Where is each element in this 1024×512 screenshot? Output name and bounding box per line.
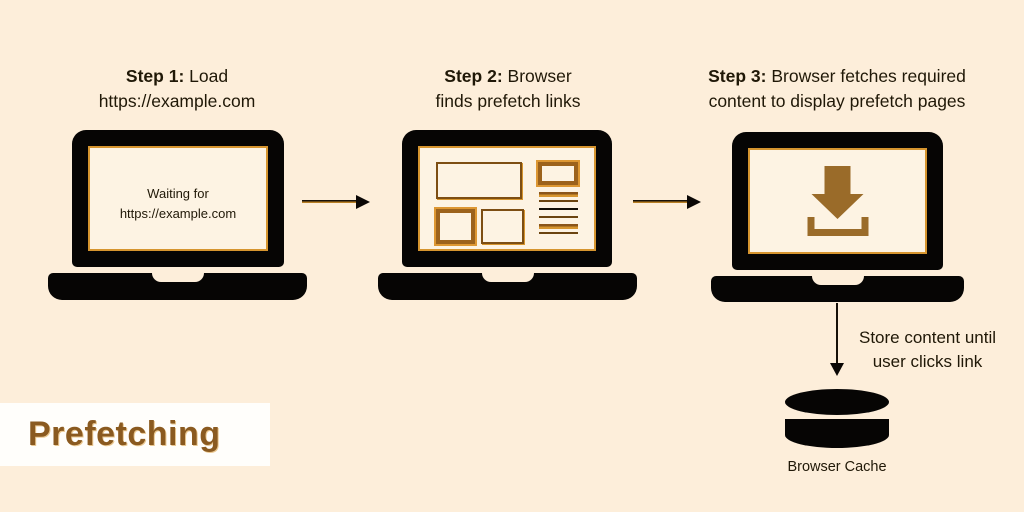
- step2-heading: Step 2: Browser finds prefetch links: [423, 64, 593, 114]
- cache-note: Store content until user clicks link: [845, 326, 1010, 374]
- step1-label-bold: Step 1:: [125, 66, 185, 86]
- laptop2-notch: [481, 273, 534, 282]
- wireframe-ad-box: [538, 162, 578, 185]
- step3-heading-line2: content to display prefetch pages: [708, 90, 966, 111]
- step1-heading-line1: Step 1: Load: [61, 64, 293, 89]
- laptop2-base: [378, 273, 637, 300]
- laptop3-screen: [748, 148, 927, 254]
- arrow-right-icon: [633, 200, 689, 203]
- arrow-right-icon: [302, 200, 358, 203]
- wireframe-content-box: [481, 209, 524, 244]
- wireframe-line: [539, 192, 578, 197]
- cache-note-line2: user clicks link: [872, 352, 983, 372]
- wireframe-line: [539, 224, 578, 229]
- step2-heading-line1: Step 2: Browser: [423, 64, 593, 89]
- step2-heading-line2: finds prefetch links: [435, 90, 581, 111]
- database-cylinder-icon: [785, 389, 889, 448]
- step2-label-bold: Step 2:: [444, 66, 503, 86]
- laptop1-screen: Waiting for https://example.com: [88, 146, 268, 251]
- wireframe-line: [539, 208, 578, 210]
- arrow-right-head-icon: [687, 195, 701, 209]
- wireframe-thumb-box: [436, 209, 475, 244]
- arrow-right-head-icon: [356, 195, 370, 209]
- step2-label-rest: Browser: [502, 66, 572, 86]
- waiting-text-line2: https://example.com: [119, 206, 237, 222]
- waiting-text-line1: Waiting for: [147, 186, 209, 201]
- step3-heading: Step 3: Browser fetches required content…: [687, 64, 987, 114]
- wireframe-hero-box: [436, 162, 522, 199]
- cache-label: Browser Cache: [787, 459, 887, 475]
- page-title: Prefetching: [28, 415, 221, 453]
- download-arrow-icon: [807, 166, 868, 236]
- cache-note-line1: Store content until: [858, 328, 997, 347]
- wireframe-line: [539, 216, 578, 218]
- step3-heading-line1: Step 3: Browser fetches required: [687, 64, 987, 89]
- step1-label-rest: Load: [184, 66, 229, 86]
- laptop3-base: [711, 276, 964, 302]
- laptop-icon: [402, 130, 612, 267]
- laptop1-base: [48, 273, 307, 300]
- wireframe-text-lines: [539, 192, 578, 240]
- laptop1-screen-text: Waiting for https://example.com: [90, 184, 266, 224]
- laptop2-screen: [418, 146, 596, 251]
- step1-heading-line2: https://example.com: [98, 90, 256, 111]
- laptop-icon: [732, 132, 943, 270]
- laptop-icon: Waiting for https://example.com: [72, 130, 284, 267]
- wireframe-line: [539, 200, 578, 202]
- wireframe-line: [539, 232, 578, 234]
- step1-heading: Step 1: Load https://example.com: [61, 64, 293, 114]
- arrow-down-icon: [836, 303, 838, 363]
- laptop3-notch: [811, 276, 864, 285]
- step3-label-rest: Browser fetches required: [766, 66, 966, 86]
- laptop1-notch: [151, 273, 204, 282]
- step3-label-bold: Step 3:: [708, 66, 767, 86]
- title-box: Prefetching: [0, 403, 270, 466]
- arrow-down-head-icon: [830, 363, 844, 376]
